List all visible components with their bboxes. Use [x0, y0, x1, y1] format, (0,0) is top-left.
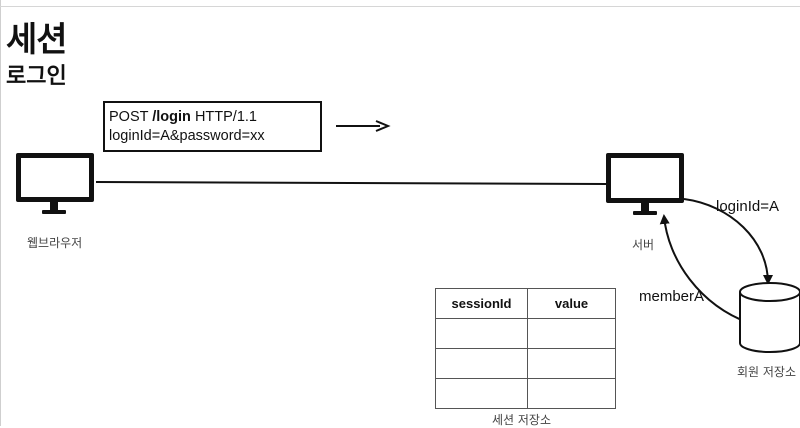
http-request-box: POST /login HTTP/1.1 loginId=A&password=… [103, 101, 322, 152]
table-cell [435, 318, 528, 349]
server-label: 서버 [632, 238, 655, 252]
column-header-value: value [527, 288, 616, 319]
request-arrow [336, 120, 391, 132]
store-to-server-label: memberA [639, 288, 705, 305]
browser-monitor-icon [16, 153, 94, 214]
server-to-store-arrow [683, 198, 773, 285]
table-cell [527, 378, 616, 409]
table-row [435, 348, 616, 379]
page-subtitle: 로그인 [6, 64, 67, 89]
store-to-server-arrow [659, 214, 750, 324]
session-store-label: 세션 저장소 [492, 413, 552, 427]
table-header-row: sessionId value [435, 288, 616, 319]
column-header-sessionid: sessionId [435, 288, 528, 319]
top-border [0, 6, 800, 7]
table-cell [435, 348, 528, 379]
connection-line [95, 181, 607, 185]
page-title: 세션 [6, 20, 68, 60]
server-to-store-label: loginId=A [716, 198, 779, 215]
browser-label: 웹브라우저 [27, 236, 83, 250]
table-cell [527, 348, 616, 379]
request-line-2: loginId=A&password=xx [109, 128, 265, 144]
member-store-label: 회원 저장소 [737, 365, 797, 379]
session-store-table: sessionId value [435, 288, 616, 409]
table-row [435, 378, 616, 409]
table-cell [527, 318, 616, 349]
member-store-database-icon [739, 282, 800, 353]
left-border [0, 0, 1, 426]
request-line-1: POST /login HTTP/1.1 [109, 109, 257, 125]
server-monitor-icon [606, 153, 684, 215]
table-cell [435, 378, 528, 409]
table-row [435, 318, 616, 349]
